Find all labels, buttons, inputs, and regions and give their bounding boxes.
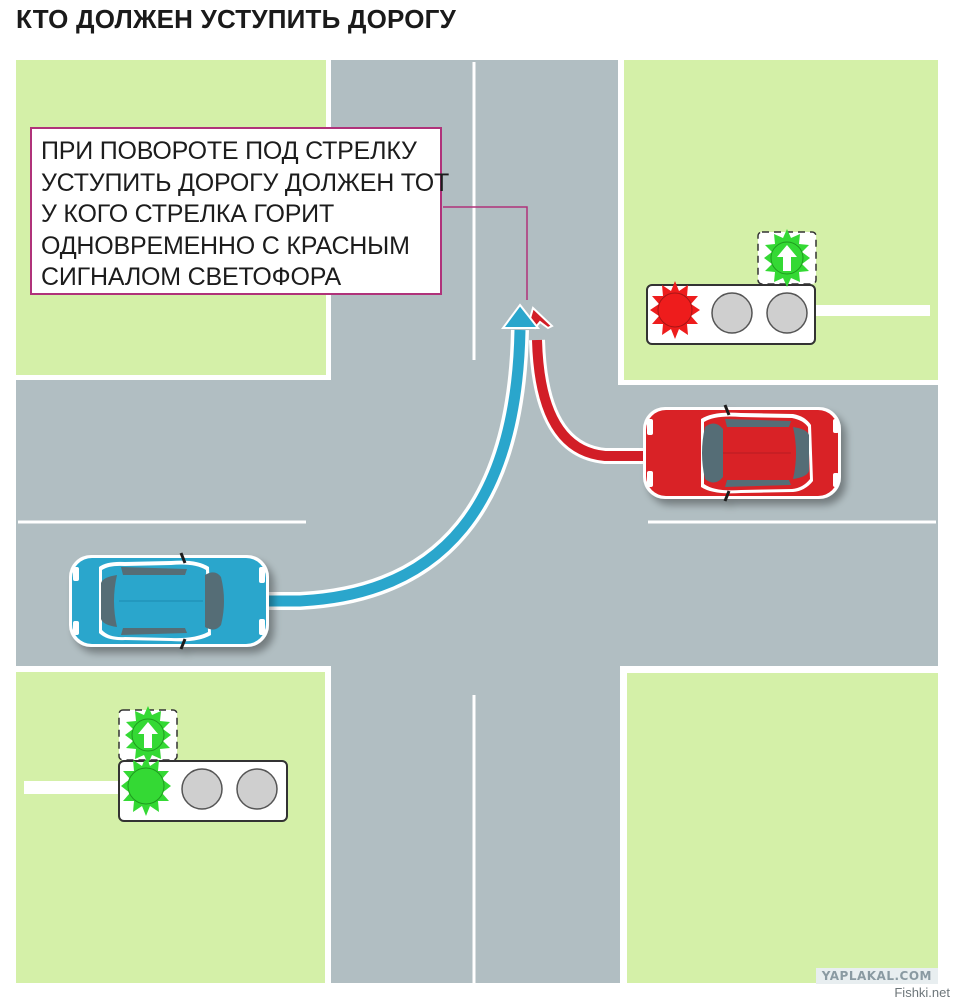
grass-block-bottom-right	[620, 666, 938, 983]
green-arrow-signal-icon	[118, 706, 178, 764]
signal-off-icon	[766, 292, 808, 334]
note-line: У КОГО СТРЕЛКА ГОРИТ	[41, 200, 335, 228]
blue-car-path-line	[265, 329, 526, 607]
page-title: КТО ДОЛЖЕН УСТУПИТЬ ДОРОГУ	[16, 4, 456, 34]
blue-path-arrowhead	[501, 303, 541, 329]
traffic-light-bottom-left	[118, 706, 288, 822]
lane-markings	[18, 62, 936, 983]
green-arrow-signal-icon	[757, 229, 817, 287]
traffic-light-top-right	[646, 229, 817, 345]
site-watermark: YAPLAKAL.COM	[815, 968, 938, 984]
signal-off-icon	[711, 292, 753, 334]
note-line: СИГНАЛОМ СВЕТОФОРА	[41, 263, 341, 291]
note-line: УСТУПИТЬ ДОРОГУ ДОЛЖЕН ТОТ	[41, 168, 450, 197]
red-car	[643, 404, 841, 502]
green-signal-icon	[121, 756, 171, 816]
traffic-light-arm-bottom-left	[24, 781, 124, 794]
traffic-light-arm-top-right	[812, 305, 930, 316]
grass-block-bottom-left	[16, 666, 331, 983]
signal-off-icon	[236, 768, 278, 810]
note-line: ОДНОВРЕМЕННО С КРАСНЫМ	[41, 231, 410, 260]
explanation-note: ПРИ ПОВОРОТЕ ПОД СТРЕЛКУ УСТУПИТЬ ДОРОГУ…	[30, 127, 450, 295]
signal-off-icon	[181, 768, 223, 810]
red-car-path-line	[532, 339, 645, 461]
red-signal-icon	[650, 281, 700, 339]
blue-car	[69, 552, 269, 650]
note-line: ПРИ ПОВОРОТЕ ПОД СТРЕЛКУ	[41, 137, 417, 165]
note-leader-line	[443, 206, 528, 300]
source-watermark: Fishki.net	[894, 985, 950, 1000]
